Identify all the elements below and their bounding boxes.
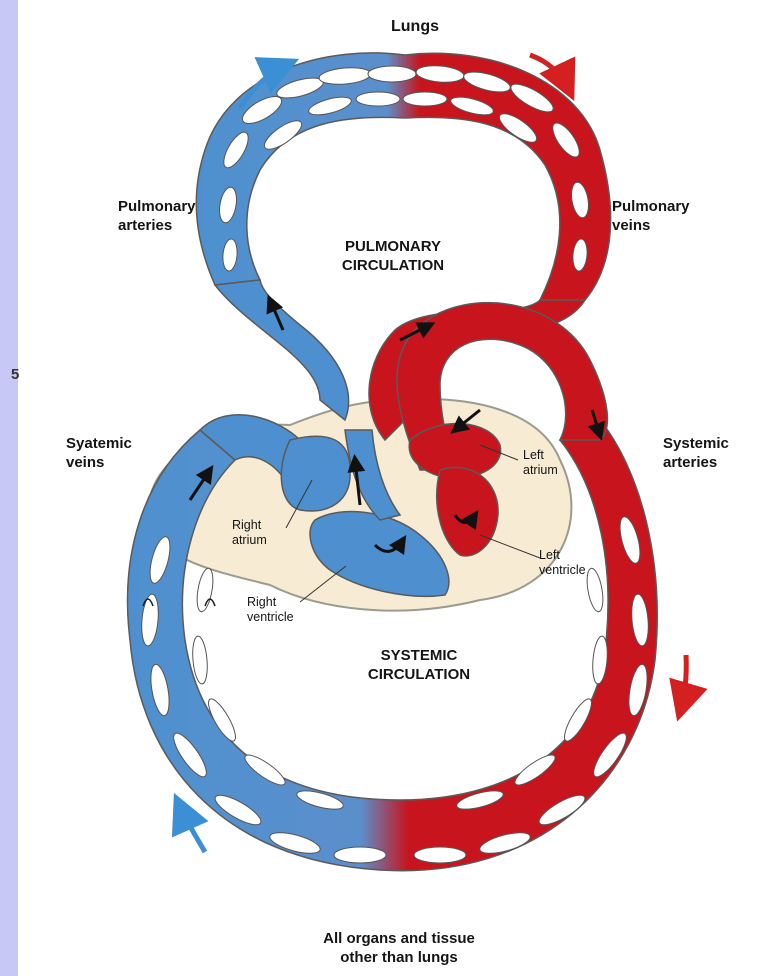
pulmonary-artery-trunk	[215, 280, 349, 420]
arrow-systemic-down	[680, 655, 686, 712]
label-lungs: Lungs	[370, 17, 460, 36]
arrow-systemic-return	[178, 802, 205, 852]
right-atrium-shape	[281, 436, 350, 511]
